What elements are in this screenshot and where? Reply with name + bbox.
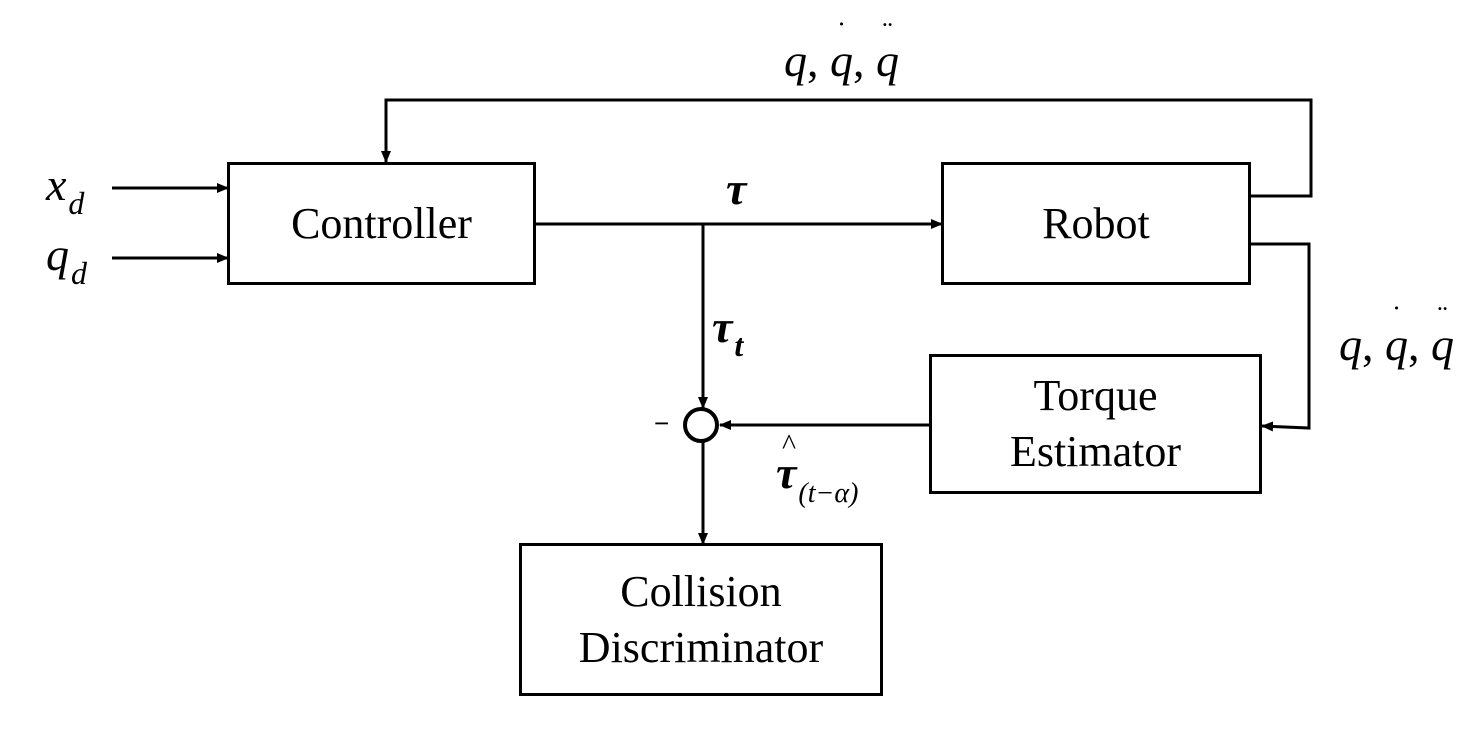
state-feedback-arrow xyxy=(381,98,1313,198)
torque-estimator-label: Torque Estimator xyxy=(1010,368,1181,480)
torque-estimator-line-1: Torque xyxy=(1033,371,1158,420)
collision-discriminator-label: Collision Discriminator xyxy=(579,564,823,676)
tau-hat-label: τ(t−α) xyxy=(776,428,858,509)
collision-discriminator-line-1: Collision xyxy=(620,566,782,616)
controller-label: Controller xyxy=(291,198,472,248)
controller-block: Controller xyxy=(227,162,536,285)
torque-estimator-block: Torque Estimator xyxy=(929,354,1262,494)
xd-label: xd xyxy=(46,159,85,221)
collision-discriminator-block: Collision Discriminator xyxy=(519,543,883,696)
summing-junction xyxy=(683,407,719,443)
tau-t-label: τt xyxy=(712,301,744,363)
robot-label: Robot xyxy=(1042,198,1150,248)
state-to-estimator-arrow xyxy=(1250,242,1311,432)
state-label-right: q, q, q xyxy=(1339,302,1454,371)
torque-estimator-line-2: Estimator xyxy=(1009,427,1182,476)
robot-block: Robot xyxy=(941,162,1251,285)
state-label-top: q, q, q xyxy=(784,18,899,87)
collision-discriminator-line-2: Discriminator xyxy=(578,622,824,672)
minus-sign: − xyxy=(654,408,670,438)
tau-label: τ xyxy=(726,163,747,214)
qd-label: qd xyxy=(46,229,87,291)
